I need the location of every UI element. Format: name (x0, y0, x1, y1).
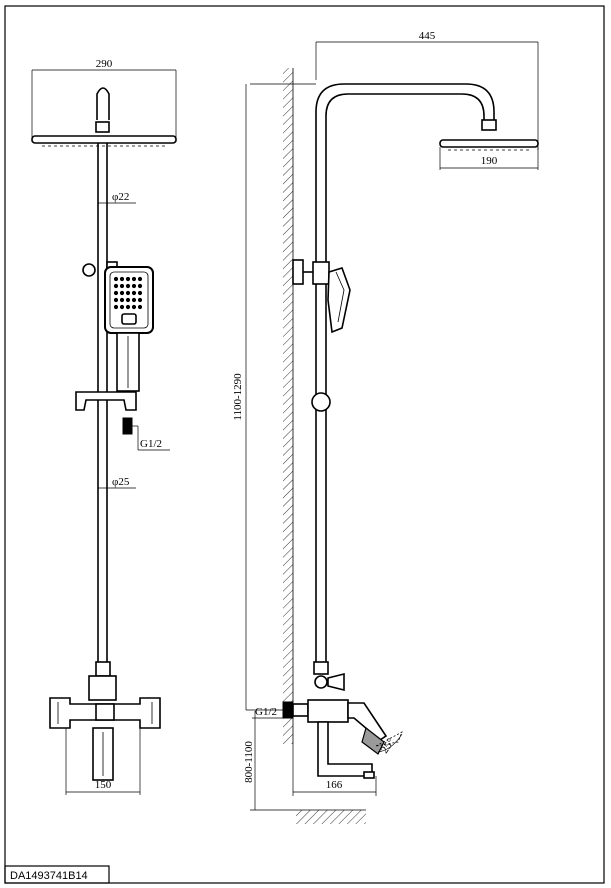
valve-height-label: 800-1100 (243, 741, 255, 783)
side-spout-outlet (363, 771, 375, 779)
front-head-connector (95, 121, 110, 133)
side-diverter-cap (327, 672, 345, 692)
inlet-thread-label: G1/2 (255, 706, 277, 718)
side-shower-arm-inner (325, 93, 485, 266)
head-width-label: 290 (96, 58, 113, 70)
inlet-thread-callout: G1/2 (252, 706, 290, 719)
side-shower-head (439, 139, 539, 148)
valve-width-label: 150 (95, 779, 112, 791)
front-valve-lever (95, 703, 115, 721)
front-shower-head (31, 135, 177, 144)
total-height-label: 1100-1290 (232, 373, 244, 421)
valve-width-dimension: 150 (65, 728, 141, 795)
front-diverter-knob (88, 675, 117, 701)
hand-shower-nozzles (113, 276, 143, 310)
hose-connector (122, 417, 133, 435)
side-wall-bracket (292, 259, 304, 285)
spout-projection-label: 166 (326, 779, 343, 791)
arm-reach-label: 445 (419, 30, 436, 42)
head-diameter-dimension: 190 (439, 147, 539, 170)
hose-thread-callout: G1/2 (132, 425, 170, 451)
wall-hatch (283, 68, 293, 744)
front-diverter-nut (95, 661, 111, 677)
hand-shower-button (121, 313, 137, 325)
side-inlet-pipe (292, 703, 309, 717)
drawing-frame (4, 5, 605, 884)
total-height-dimension: 1100-1290 (232, 83, 316, 711)
side-diverter-nut (313, 661, 329, 675)
head-width-dimension: 290 (31, 58, 177, 142)
lower-pipe-diameter-callout: φ25 (98, 476, 136, 489)
hand-shower-holder-knob (82, 263, 96, 277)
side-view: 445 1100-1290 190 (232, 30, 539, 824)
floor-hatch (296, 810, 366, 824)
side-holder-block (312, 261, 330, 285)
side-hand-shower (327, 267, 351, 334)
side-shower-arm-outer (315, 83, 495, 266)
upper-pipe-diameter-label: φ22 (112, 191, 129, 203)
valve-height-dimension: 800-1100 (243, 711, 296, 811)
front-gooseneck (96, 87, 110, 120)
side-spout (317, 721, 373, 777)
side-slide-knob (311, 392, 331, 412)
side-head-connector (481, 119, 497, 131)
hose-thread-label: G1/2 (140, 438, 162, 450)
side-inlet-nut (282, 701, 294, 719)
side-lever-grip (361, 726, 385, 755)
title-block: DA1493741B14 (4, 865, 110, 884)
lower-pipe-diameter-label: φ25 (112, 476, 130, 488)
arm-reach-dimension: 445 (315, 30, 539, 150)
side-diverter-knob (314, 675, 328, 689)
drawing-code: DA1493741B14 (10, 870, 88, 882)
front-view: 290 φ22 (31, 58, 177, 795)
side-valve-body (307, 699, 349, 723)
slide-bracket (75, 391, 137, 411)
spout-projection-dimension: 166 (292, 744, 377, 796)
upper-pipe-diameter-callout: φ22 (98, 191, 136, 204)
head-diameter-label: 190 (481, 155, 498, 167)
front-mixer-valve (49, 697, 161, 729)
